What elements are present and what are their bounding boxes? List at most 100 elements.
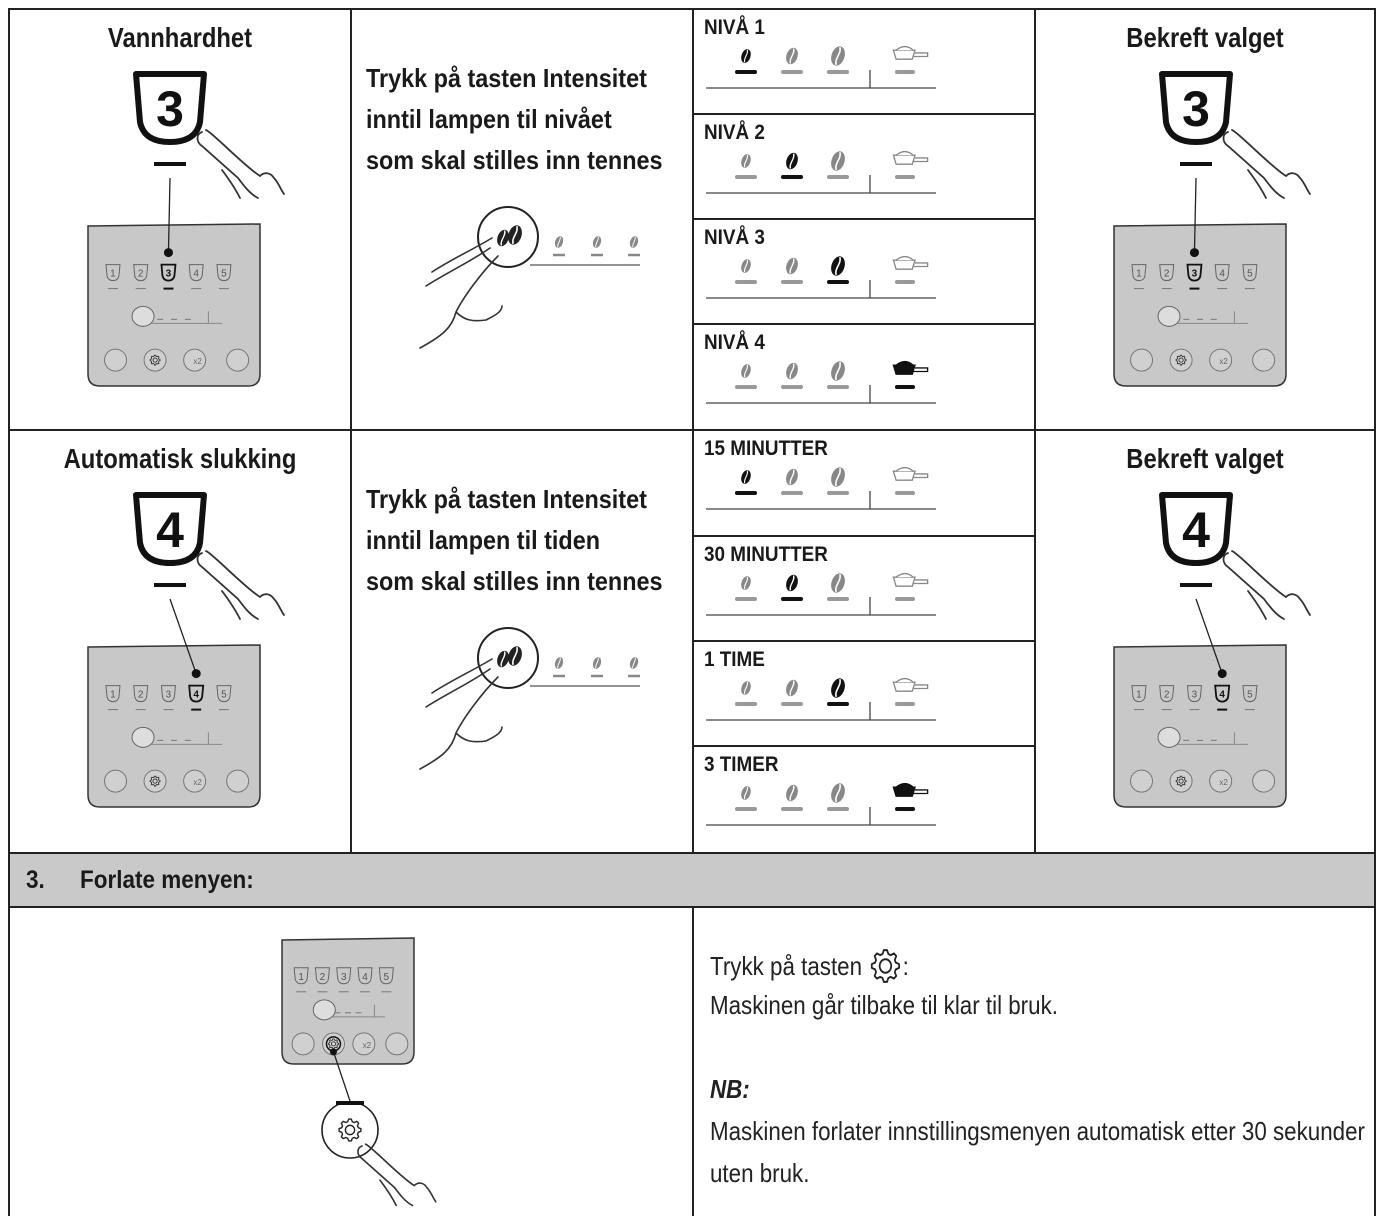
pointer-line <box>167 177 171 253</box>
svg-text:3: 3 <box>1192 690 1198 701</box>
hardness-button-2: 2 <box>133 264 149 290</box>
double-button <box>1209 348 1233 372</box>
coffee-bean-icon <box>831 46 845 66</box>
coffee-bean-icon <box>786 362 798 380</box>
coffee-bean-icon <box>786 257 798 275</box>
confirm-title: Bekreft valget <box>1126 22 1284 53</box>
hardness-button-4: 4 <box>188 684 205 711</box>
hardness-button-5: 5 <box>378 967 394 993</box>
level-label: NIVÅ 1 <box>704 16 765 39</box>
pointer-dot <box>329 1048 337 1056</box>
level-indicator <box>706 255 936 299</box>
section-number: 3. <box>26 866 45 894</box>
coffee-bean-icon <box>592 236 602 248</box>
coffee-bean-icon <box>508 646 522 666</box>
exit-text-cell: Trykk på tasten : Maskinen går tilbake t… <box>692 906 1376 1216</box>
badge-4-icon: 4 <box>1159 492 1311 620</box>
cup-icon <box>892 255 929 270</box>
coffee-bean-icon <box>831 573 845 593</box>
svg-text:1: 1 <box>1136 690 1142 701</box>
level-cell: 1 TIME <box>692 640 1036 747</box>
level-cell: NIVÅ 1 <box>692 8 1036 115</box>
hardness-button-2: 2 <box>1159 685 1175 711</box>
hardness-button-3: 3 <box>336 967 352 993</box>
intensity-button <box>1157 726 1181 748</box>
badge-4-icon: 4 <box>1159 492 1233 587</box>
badge-3-icon: 3 <box>1159 71 1233 166</box>
coffee-bean-icon <box>741 786 751 800</box>
steam-button <box>104 769 128 793</box>
coffee-bean-icon <box>554 236 564 248</box>
settings-button <box>143 769 167 793</box>
section-header: 3. Forlate menyen: <box>8 852 1376 908</box>
svg-text:2: 2 <box>1164 690 1170 701</box>
x2-label: x2 <box>193 357 202 366</box>
x2-label: x2 <box>363 1041 372 1050</box>
level-indicator <box>706 360 936 404</box>
double-button <box>352 1032 376 1056</box>
coffee-bean-icon <box>741 154 751 168</box>
coffee-bean-icon <box>741 470 751 484</box>
instruction-text-1: Trykk på tasten Intensitet inntil lampen… <box>366 63 663 175</box>
coffee-bean-icon <box>786 468 798 486</box>
level-indicator <box>706 782 936 826</box>
cup-icon <box>892 466 929 481</box>
level-label: NIVÅ 4 <box>704 331 765 354</box>
settings-button <box>1169 348 1193 372</box>
pointing-hand-icon <box>419 237 503 349</box>
level-cell: 15 MINUTTER <box>692 429 1036 537</box>
confirm-title: Bekreft valget <box>1126 443 1284 474</box>
coffee-bean-icon <box>741 259 751 273</box>
svg-text:3: 3 <box>1192 269 1198 280</box>
svg-text:4: 4 <box>1219 690 1225 701</box>
svg-text:5: 5 <box>1247 269 1253 280</box>
cup-icon <box>892 782 929 797</box>
instruction-text-2: Trykk på tasten Intensitet inntil lampen… <box>366 484 663 596</box>
hardness-button-4: 4 <box>357 967 373 993</box>
level-cell: 30 MINUTTER <box>692 535 1036 642</box>
instruction-cell-2: Trykk på tasten Intensitet inntil lampen… <box>350 429 694 854</box>
level-label: NIVÅ 3 <box>704 226 765 249</box>
svg-text:3: 3 <box>166 269 172 280</box>
settings-button-zoom <box>321 1101 379 1159</box>
coffee-bean-icon <box>497 229 509 247</box>
gear-icon <box>149 775 161 787</box>
hardness-button-1: 1 <box>105 264 121 290</box>
hardness-button-3: 3 <box>160 685 176 711</box>
level-indicator <box>706 45 936 89</box>
badge-3-icon: 3 <box>133 71 207 166</box>
steam-button <box>291 1032 315 1056</box>
gear-icon <box>870 949 900 983</box>
settings-button <box>1169 769 1193 793</box>
intensity-button <box>312 999 336 1021</box>
hardness-button-1: 1 <box>105 685 121 711</box>
badge-number: 4 <box>1182 502 1210 558</box>
cup-icon <box>892 360 929 375</box>
coffee-bean-icon <box>786 152 798 170</box>
pointer-dot <box>163 248 173 258</box>
coffee-bean-icon <box>831 151 845 171</box>
power-button <box>385 1032 409 1056</box>
badge-number: 3 <box>1182 81 1210 137</box>
hardness-button-2: 2 <box>133 685 149 711</box>
pointing-hand-icon <box>1222 550 1311 620</box>
coffee-bean-icon <box>831 467 845 487</box>
level-cell: 3 TIMER <box>692 745 1036 854</box>
svg-text:2: 2 <box>320 972 326 983</box>
hardness-button-1: 1 <box>293 967 309 993</box>
coffee-bean-icon <box>629 657 639 669</box>
x2-label: x2 <box>193 778 202 787</box>
settings-button <box>143 348 167 372</box>
svg-text:3: 3 <box>341 972 347 983</box>
gear-icon <box>1175 354 1187 366</box>
coffee-bean-icon <box>741 364 751 378</box>
coffee-bean-icon <box>786 574 798 592</box>
pointer-line <box>332 1051 351 1102</box>
level-label: 3 TIMER <box>704 753 779 776</box>
